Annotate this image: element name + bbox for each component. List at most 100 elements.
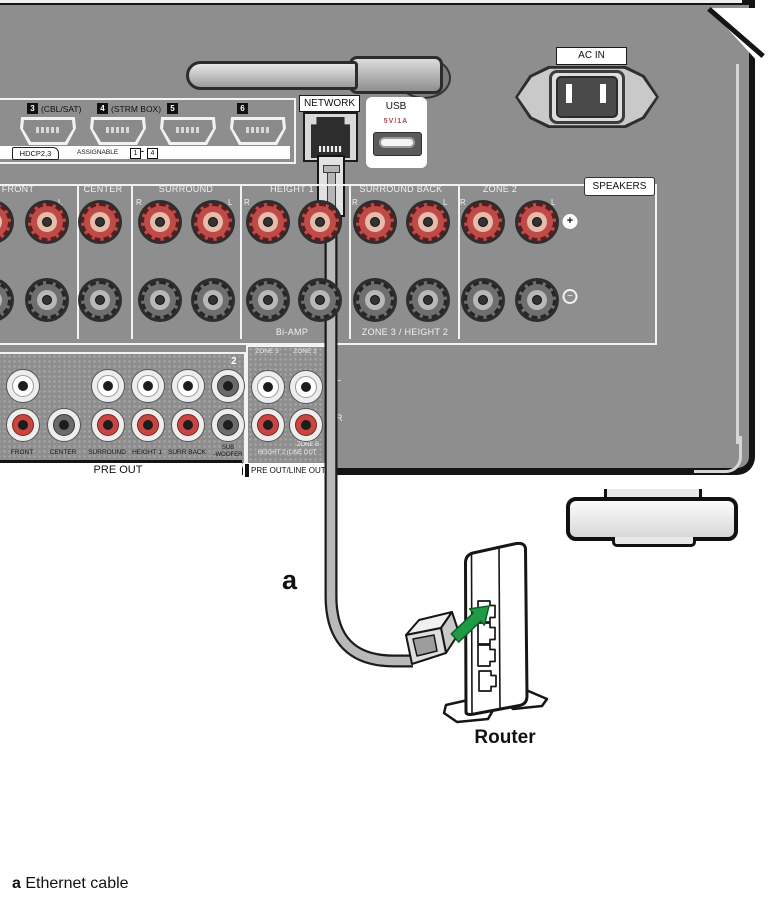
preout-channel-label: SURROUND xyxy=(88,449,126,456)
rca-jack-red xyxy=(289,408,323,442)
zone-strip-bar xyxy=(245,464,249,477)
hdmi-4-label: (STRM BOX) xyxy=(111,104,162,114)
zone3-height2-label: ZONE 3 / HEIGHT 2 xyxy=(361,327,449,337)
speaker-group-label: SURROUND xyxy=(158,184,214,194)
terminal-l-letter: L xyxy=(443,198,448,207)
cable-plug-front xyxy=(405,627,447,665)
speaker-binding-post-red xyxy=(246,200,290,244)
speaker-binding-post-dark xyxy=(246,278,290,322)
assignable-from-box: 1 xyxy=(130,148,141,159)
hdmi-4-badge: 4 xyxy=(97,103,108,114)
router-port-2 xyxy=(477,622,496,645)
speaker-group-label: ZONE 2 xyxy=(482,184,518,194)
terminal-r-letter: R xyxy=(244,198,250,207)
speaker-binding-post-dark xyxy=(461,278,505,322)
speaker-group-divider xyxy=(131,186,133,339)
chassis-foot xyxy=(566,497,738,541)
speaker-group-label: FRONT xyxy=(1,184,35,194)
panel-top-seam xyxy=(0,0,742,3)
assignable-label: ASSIGNABLE xyxy=(77,149,119,156)
router-port-1 xyxy=(477,600,496,623)
speaker-binding-post-red xyxy=(191,200,235,244)
speaker-binding-post-red xyxy=(461,200,505,244)
wifi-antenna-rod xyxy=(186,61,358,90)
speaker-group-divider xyxy=(240,186,242,339)
rca-jack-red xyxy=(91,408,125,442)
terminal-r-letter: R xyxy=(136,198,142,207)
rca-jack-white xyxy=(289,370,323,404)
rca-jack-red xyxy=(171,408,205,442)
hdmi-port xyxy=(90,117,146,145)
speaker-group-label: HEIGHT 1 xyxy=(270,184,314,194)
chassis-foot-back xyxy=(604,489,702,500)
speaker-binding-post-red xyxy=(298,200,342,244)
terminal-r-letter: R xyxy=(460,198,466,207)
hdmi-port xyxy=(20,117,76,145)
router-foot-right xyxy=(499,688,549,711)
preout-rule xyxy=(0,460,242,463)
hdmi-port xyxy=(230,117,286,145)
speaker-group-label: SURROUND BACK xyxy=(359,184,443,194)
ac-prong-slot-right xyxy=(600,84,606,103)
plus-terminal-mark: + xyxy=(562,214,578,229)
legend-marker: a xyxy=(12,875,21,892)
speaker-binding-post-dark xyxy=(25,278,69,322)
terminal-r-letter: R xyxy=(352,198,358,207)
router-port-3 xyxy=(477,644,496,667)
speaker-binding-post-dark xyxy=(298,278,342,322)
speakers-title-tab: SPEAKERS xyxy=(584,177,655,196)
zone-strip xyxy=(243,463,331,478)
preout-section-box xyxy=(0,352,246,466)
height2-lineout-label: HEIGHT 2 (LINE OUT xyxy=(257,450,317,456)
speaker-group-label: CENTER xyxy=(83,184,123,194)
zone-r-label: R xyxy=(336,413,343,423)
speaker-binding-post-red xyxy=(25,200,69,244)
preout-title: PRE OUT xyxy=(93,464,143,476)
usb-label: USB xyxy=(385,101,407,112)
assignable-dash: - xyxy=(141,146,144,156)
legend-text: Ethernet cable xyxy=(25,875,129,892)
ac-in-label: AC IN xyxy=(556,47,627,65)
ethernet-jack-pins xyxy=(319,146,342,152)
usb-port-inner xyxy=(379,137,415,148)
speaker-binding-post-dark xyxy=(138,278,182,322)
zone-l-label: L xyxy=(336,373,342,383)
speaker-binding-post-dark xyxy=(0,278,14,322)
wifi-antenna-base xyxy=(349,56,443,94)
rca-jack-white xyxy=(131,369,165,403)
router-body xyxy=(464,541,529,716)
speaker-group-divider xyxy=(458,186,460,339)
zone2-out-label: ZONE 2 xyxy=(293,348,317,355)
subwoofer-label-line2: -WOOFER xyxy=(213,452,243,458)
preout-strip xyxy=(0,463,242,478)
speaker-binding-post-dark xyxy=(78,278,122,322)
router-label: Router xyxy=(474,727,536,748)
zone-b-label: ZONE B xyxy=(296,442,320,448)
subwoofer-label-line1: SUB xyxy=(221,445,235,451)
preout-channel-label: FRONT xyxy=(10,449,34,456)
speaker-binding-post-dark xyxy=(353,278,397,322)
panel-side-highlight xyxy=(736,64,739,444)
assignable-to-box: 4 xyxy=(147,148,158,159)
connect-arrow xyxy=(450,605,490,643)
rca-jack-white xyxy=(6,369,40,403)
rca-jack-white xyxy=(91,369,125,403)
hdmi-port xyxy=(160,117,216,145)
router-corner-edge xyxy=(498,547,501,711)
rca-jack-red xyxy=(251,408,285,442)
hdmi-3-badge: 3 xyxy=(27,103,38,114)
speaker-binding-post-red xyxy=(78,200,122,244)
router-port-4 xyxy=(478,670,497,692)
biamp-label: Bi-AMP xyxy=(275,327,309,337)
chassis-foot-tab xyxy=(612,537,696,547)
speaker-binding-post-dark xyxy=(406,278,450,322)
cable-plug-tip xyxy=(440,611,460,654)
speaker-binding-post-red xyxy=(406,200,450,244)
hdmi-3-label: (CBL/SAT) xyxy=(41,104,82,114)
preout-channel-label: HEIGHT 1 xyxy=(132,449,162,456)
cable-annotation-a: a xyxy=(282,565,298,595)
cable-plug-face-detail xyxy=(412,634,438,657)
zone-out-title: PRE OUT/LINE OUT xyxy=(251,466,326,475)
speaker-binding-post-red xyxy=(138,200,182,244)
